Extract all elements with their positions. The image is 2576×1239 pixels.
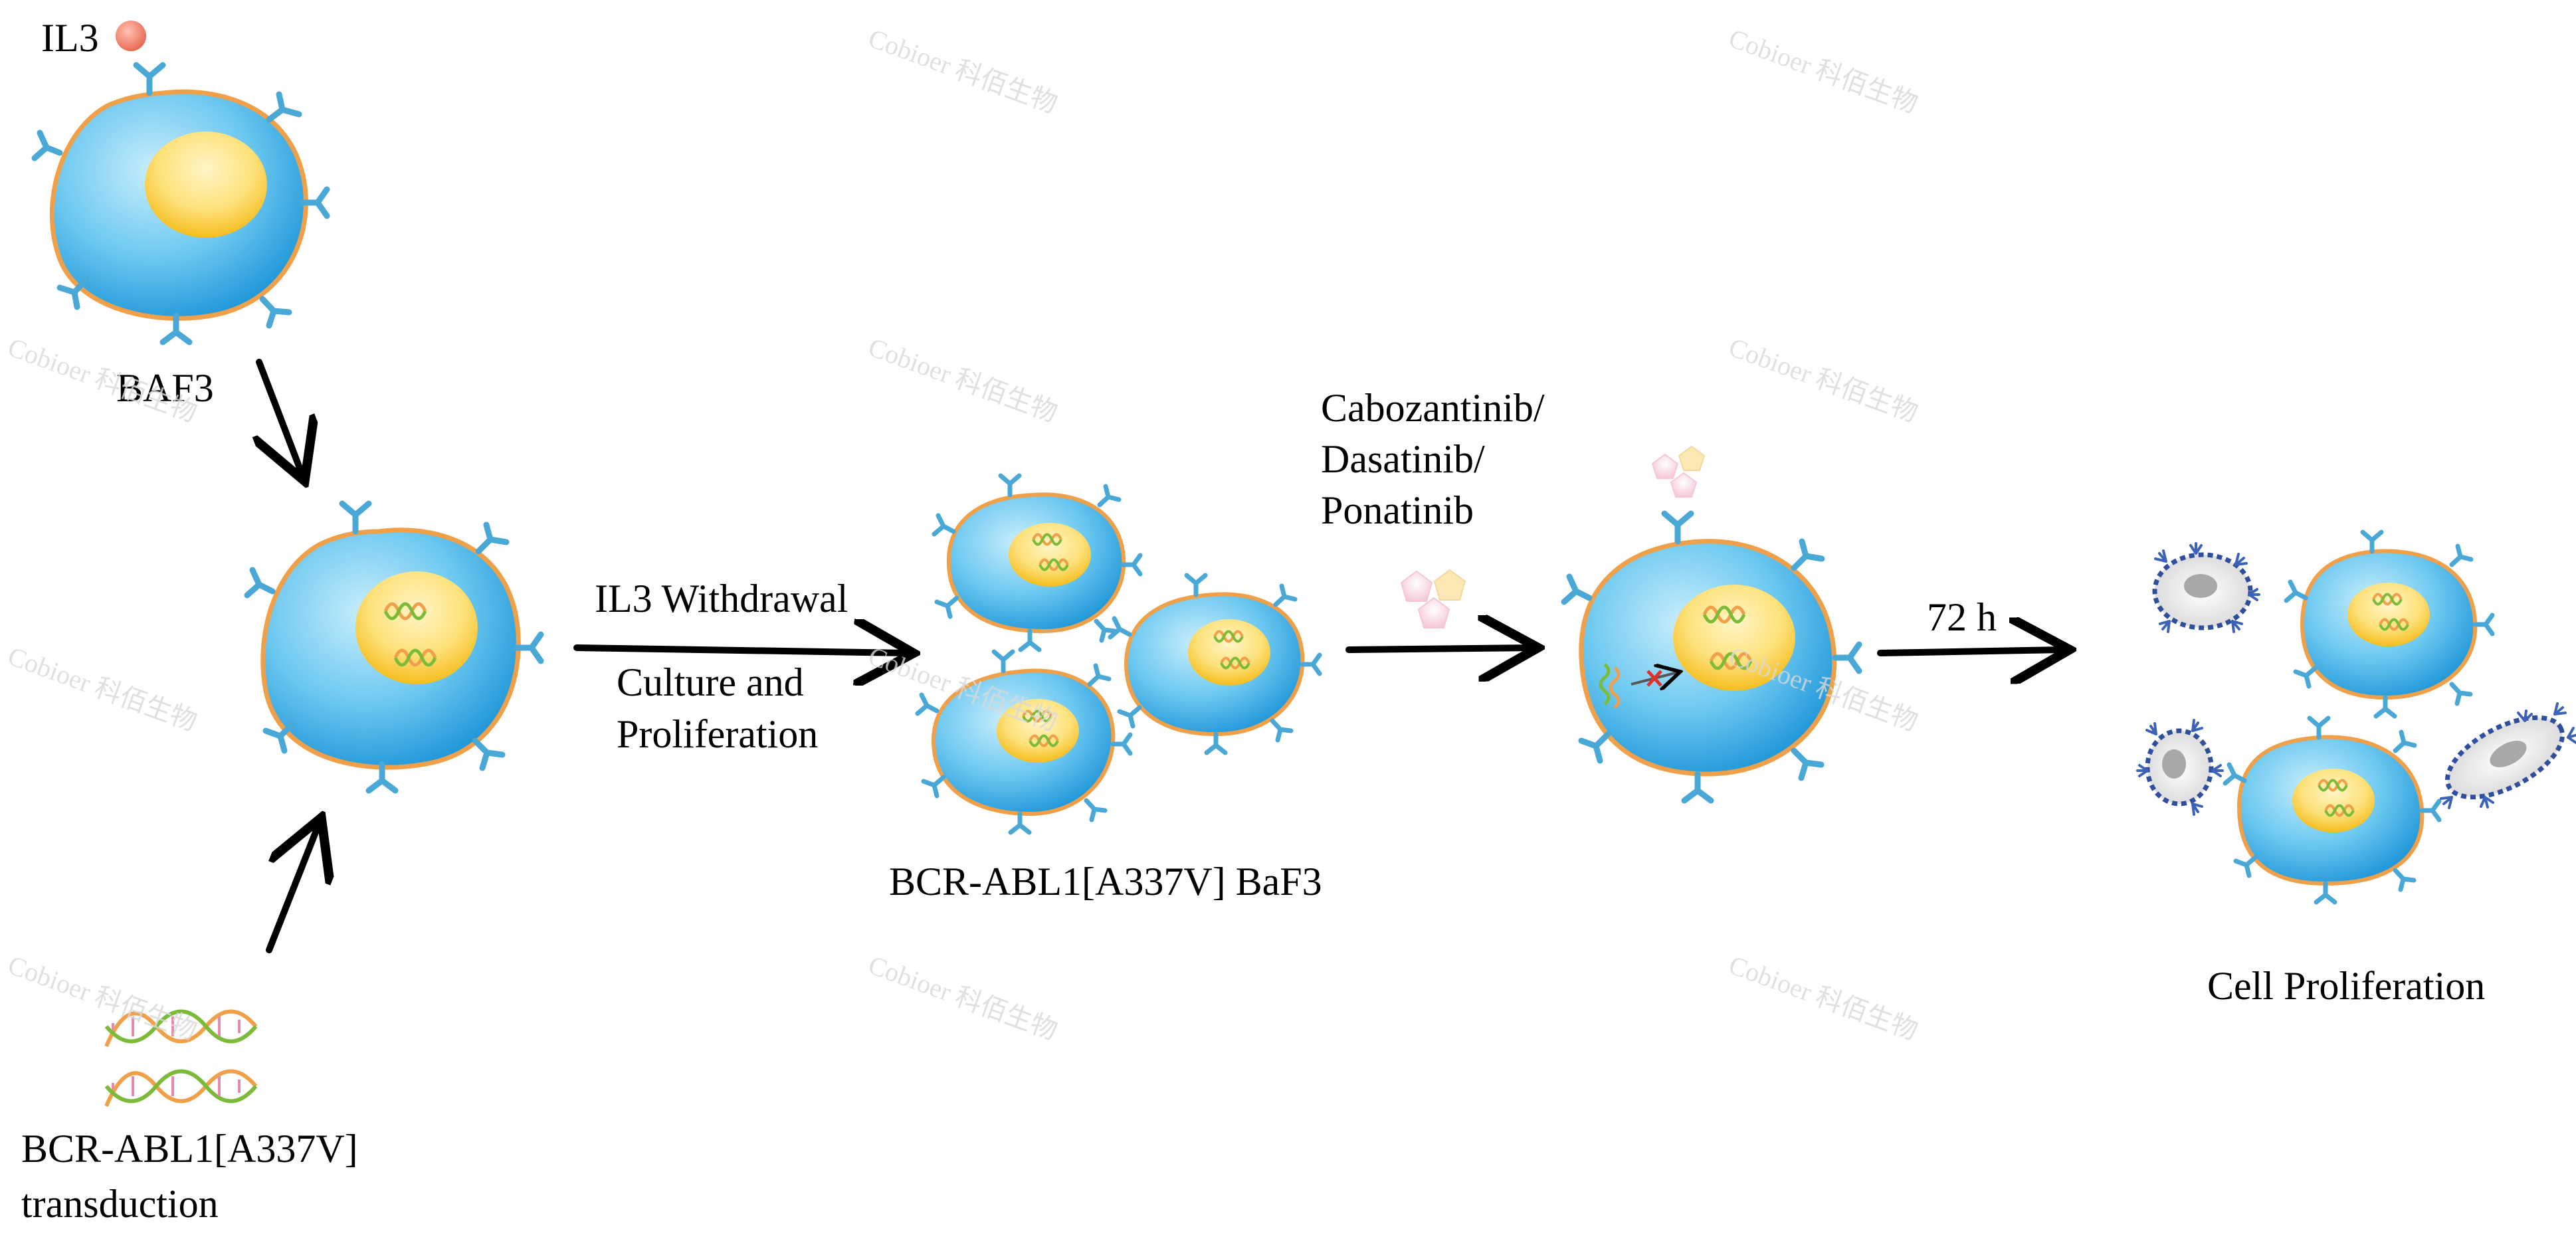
il3-ligand [116,21,146,51]
culture-label-line1: Culture and [617,660,804,704]
dead-cell-icon [2440,702,2576,809]
culture-label-line2: Proliferation [617,712,819,756]
drug-label-line2: Dasatinib/ [1321,437,1485,481]
il3-withdrawal-label: IL3 Withdrawal [595,577,848,620]
receptor-group [1561,510,1862,804]
dna-insert [1702,605,1753,670]
proliferating-cell-cluster [915,473,1322,835]
small-cell [932,473,1143,652]
arrow-drug-treatment [1345,648,1532,650]
transduction-label-line1: BCR-ABL1[A337V] [21,1127,358,1171]
drug-molecule-icon [1651,445,1706,498]
drug-label-line1: Cabozantinib/ [1321,386,1545,430]
arrow-baf3-to-cell [259,359,302,475]
arrow-72h [1877,650,2063,653]
receptor-group [31,62,330,345]
cell-line-label: BCR-ABL1[A337V] BaF3 [889,860,1322,904]
drug-molecule-icon [1400,569,1466,628]
cell-nucleus [145,132,267,238]
arrows [259,359,2063,953]
time-label: 72 h [1927,595,1997,639]
live-cell [2223,715,2442,905]
dna-helix-icon [104,1009,258,1107]
arrow-dna-to-cell [266,824,319,953]
live-cell [2284,529,2495,719]
transduction-label-line2: transduction [21,1182,219,1226]
receptor-group [244,500,544,794]
outcome-label: Cell Proliferation [2207,964,2486,1008]
outcome-cells [2136,529,2576,905]
cell-nucleus [355,571,478,684]
arrow-withdrawal [573,648,907,653]
drug-label-line3: Ponatinib [1321,488,1474,532]
small-cell [915,649,1133,835]
dead-cell-icon [2136,719,2224,816]
dna-insert [383,602,437,667]
baf3-cell [31,21,330,345]
treated-cell [1561,510,1862,804]
inhibited-mrna-icon [1599,664,1678,709]
baf3-label: BAF3 [116,366,214,410]
cell-nucleus [1673,585,1795,691]
il3-label: IL3 [41,16,99,60]
dead-cell-icon [2152,542,2260,633]
small-cell [1108,573,1322,755]
transduced-cell [244,500,544,794]
